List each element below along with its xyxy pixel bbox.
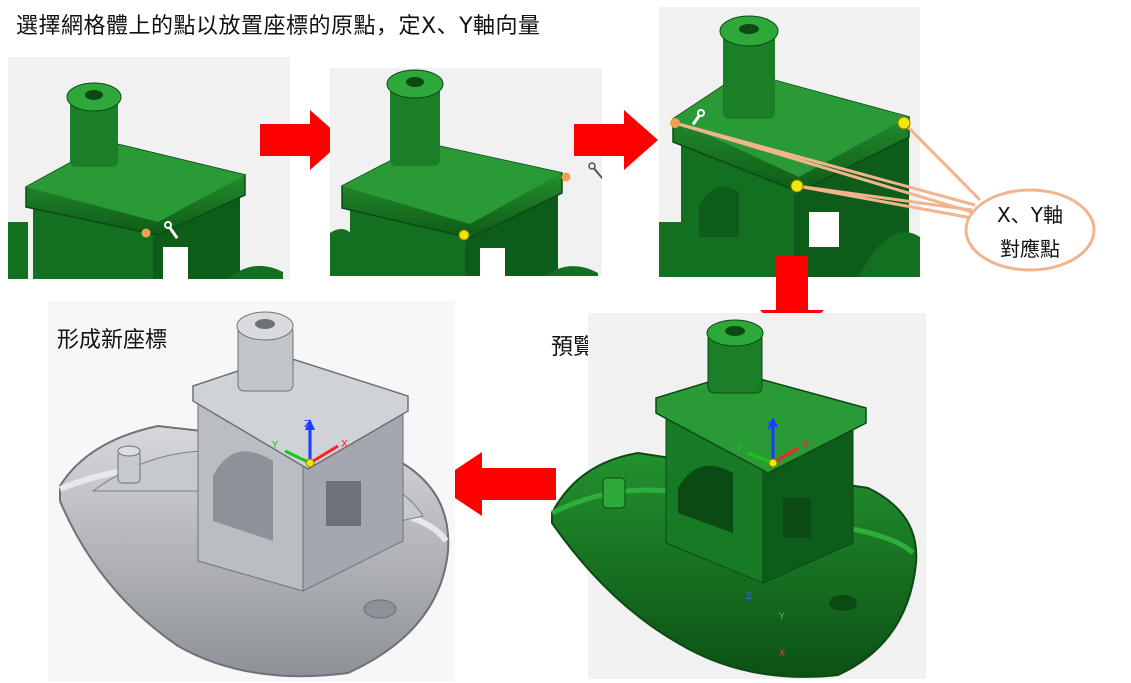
callout-line2: 對應點 — [1000, 237, 1060, 261]
z-axis-label: Z — [304, 419, 311, 430]
z-axis-label: Z — [767, 421, 774, 432]
callout-text: X、Y軸 對應點 — [970, 198, 1090, 266]
x-axis-point — [561, 172, 571, 182]
result-label: 形成新座標 — [57, 328, 168, 353]
step1-model — [8, 82, 283, 279]
x-axis-arrow — [309, 444, 339, 465]
y-axis-arrow — [284, 449, 311, 465]
y-axis-label: Y — [271, 440, 279, 451]
world-z-label: Z — [746, 592, 752, 602]
x-axis-label: X — [802, 439, 809, 450]
y-axis-point — [790, 179, 804, 193]
pin-cursor-icon — [691, 109, 705, 126]
origin-point — [141, 228, 151, 238]
preview-panel: Z Y X Z Y X — [548, 313, 926, 679]
result-model: Z Y X — [58, 311, 450, 678]
step-arrow-4 — [434, 452, 556, 516]
step2-model — [330, 69, 602, 276]
result-panel: Z Y X — [48, 301, 455, 681]
x-axis-arrow — [772, 446, 799, 465]
pin-cursor-icon — [588, 162, 602, 179]
step1-panel — [8, 57, 290, 279]
pin-cursor-icon — [164, 221, 179, 239]
step-arrow-2 — [574, 110, 658, 170]
step3-panel — [659, 7, 920, 277]
step-arrow-1 — [260, 110, 344, 170]
x-axis-label: X — [341, 439, 348, 450]
page-title: 選擇網格體上的點以放置座標的原點，定X、Y軸向量 — [16, 14, 541, 39]
world-y-label: Y — [778, 612, 785, 622]
step3-model — [659, 15, 920, 277]
y-axis-label: Y — [735, 443, 743, 454]
callout-line1: X、Y軸 — [997, 203, 1063, 227]
step2-panel — [330, 68, 602, 276]
preview-model: Z Y X Z Y X — [550, 313, 926, 679]
origin-point — [458, 229, 470, 241]
origin-point — [670, 118, 680, 128]
callout-bubble — [964, 188, 1096, 272]
x-axis-point — [897, 116, 911, 130]
world-x-label: X — [779, 649, 785, 659]
